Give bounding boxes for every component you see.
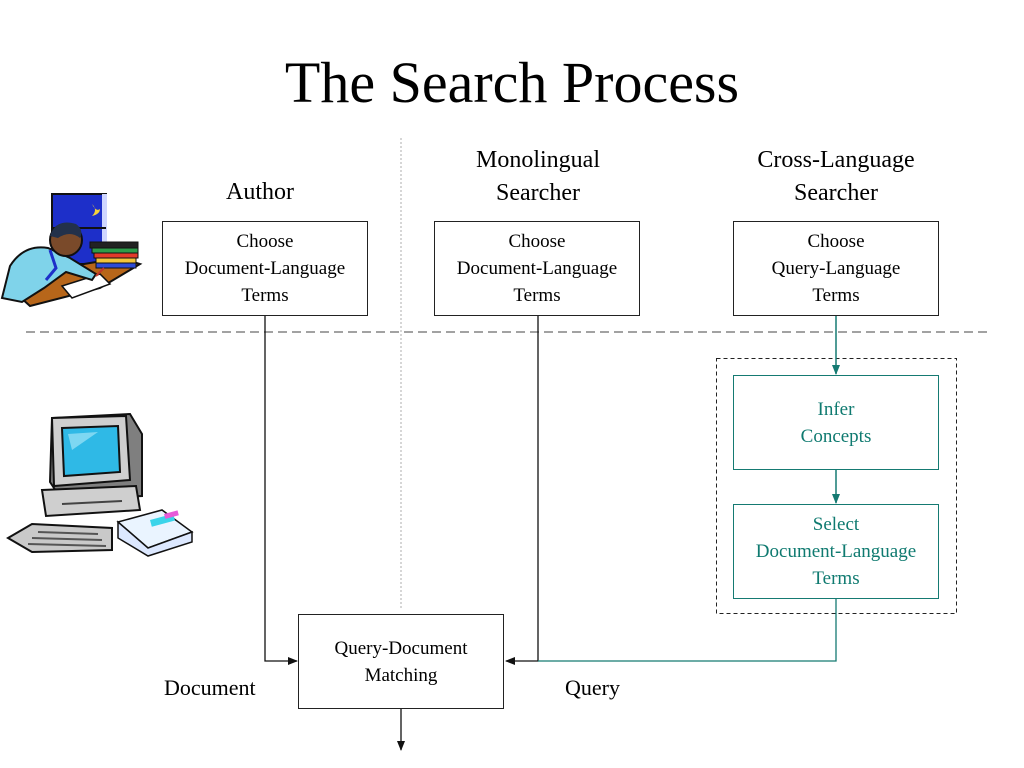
box-line: Document-Language [456, 258, 618, 279]
box-line: Document-Language [184, 258, 346, 279]
document-connector [264, 315, 298, 665]
box-line: Document-Language [755, 541, 917, 562]
box-line: Query-Document [334, 637, 468, 659]
infer-concepts-box: Infer Concepts [733, 375, 939, 470]
select-to-query-connector [538, 598, 837, 662]
document-label: Document [164, 675, 256, 700]
query-connector [505, 315, 539, 665]
role-author: Author [185, 176, 335, 209]
page-title: The Search Process [284, 50, 740, 115]
box-line: Terms [812, 568, 860, 589]
author-choose-terms-box: Choose Document-Language Terms [162, 221, 368, 316]
computer-icon [6, 412, 194, 557]
box-line: Terms [812, 285, 860, 306]
role-line: Searcher [496, 180, 580, 206]
box-line: Matching [364, 664, 438, 686]
role-cross-language-searcher: Cross-Language Searcher [716, 144, 956, 210]
cross-choose-terms-box: Choose Query-Language Terms [733, 221, 939, 316]
role-line: Cross-Language [757, 147, 915, 173]
box-line: Choose [807, 231, 865, 252]
mono-choose-terms-box: Choose Document-Language Terms [434, 221, 640, 316]
box-line: Terms [513, 285, 561, 306]
role-line: Searcher [794, 180, 878, 206]
query-label: Query [565, 675, 620, 700]
box-line: Concepts [800, 425, 872, 447]
person-writing-icon [0, 193, 143, 308]
role-author-label: Author [226, 179, 294, 205]
role-monolingual-searcher: Monolingual Searcher [438, 144, 638, 210]
box-line: Infer [817, 398, 855, 420]
box-line: Choose [236, 231, 294, 252]
select-terms-box: Select Document-Language Terms [733, 504, 939, 599]
box-line: Query-Language [771, 258, 901, 279]
box-line: Terms [241, 285, 289, 306]
box-line: Select [812, 514, 860, 535]
query-document-matching-box: Query-Document Matching [298, 614, 504, 709]
box-line: Choose [508, 231, 566, 252]
role-line: Monolingual [476, 147, 600, 173]
